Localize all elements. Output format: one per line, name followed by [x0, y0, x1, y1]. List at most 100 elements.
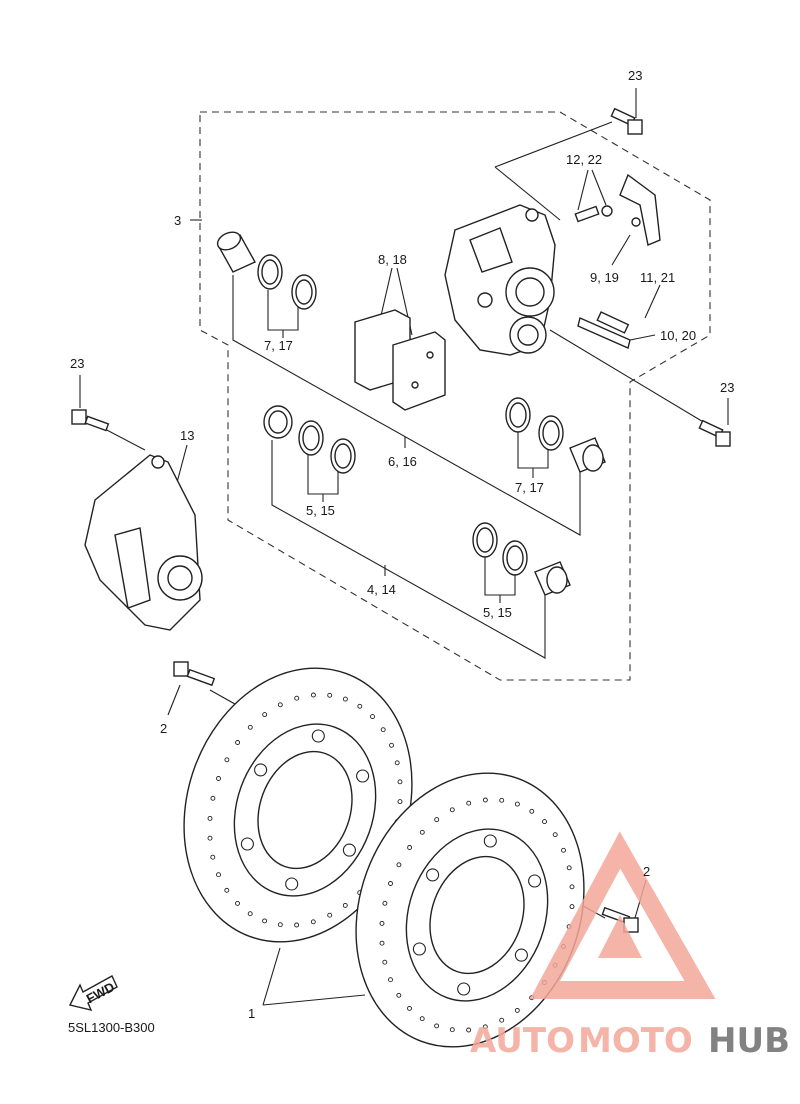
fwd-label: FWD — [84, 979, 117, 1006]
disc-drill-hole — [449, 807, 455, 813]
disc-drill-hole — [235, 740, 241, 745]
disc-drill-hole — [514, 1007, 520, 1013]
bleed-screw — [574, 205, 613, 223]
disc-drill-hole — [407, 1005, 412, 1011]
disc-drill-hole — [224, 757, 230, 763]
disc-rivet — [311, 729, 325, 743]
callout-2-left: 2 — [160, 721, 167, 736]
callout-8-18: 8, 18 — [378, 252, 407, 267]
disc-drill-hole — [569, 904, 575, 910]
disc-drill-hole — [466, 800, 472, 806]
disc-drill-hole — [419, 829, 425, 835]
disc-drill-hole — [235, 900, 240, 906]
disc-drill-hole — [379, 940, 385, 946]
callout-5-15-left: 5, 15 — [306, 503, 335, 518]
disc-drill-hole — [407, 845, 413, 850]
disc-bolt-right — [601, 906, 639, 933]
assembly-boundary-dashed — [199, 111, 711, 681]
bolt-23-left — [71, 409, 110, 432]
brake-disc-left — [183, 667, 413, 943]
disc-drill-hole — [434, 817, 440, 823]
disc-drill-hole — [449, 1027, 455, 1033]
disc-bolt-left — [173, 661, 216, 687]
callout-6-16: 6, 16 — [388, 454, 417, 469]
disc-drill-hole — [247, 911, 253, 917]
callout-7-17-upper: 7, 17 — [264, 338, 293, 353]
pad-spring — [619, 173, 661, 246]
disc-drill-hole — [397, 799, 403, 805]
disc-drill-hole — [388, 881, 393, 886]
disc-drill-hole — [327, 912, 333, 918]
pad-pin — [577, 311, 631, 349]
disc-drill-hole — [310, 692, 316, 698]
callout-23-left: 23 — [70, 356, 84, 371]
disc-drill-hole — [419, 1016, 425, 1022]
disc-rivet — [285, 877, 299, 891]
callout-5-15-right: 5, 15 — [483, 605, 512, 620]
disc-drill-hole — [262, 712, 268, 718]
callout-7-17-lower: 7, 17 — [515, 480, 544, 495]
piston-seal-upper — [257, 254, 317, 310]
automotohub-watermark: AUTO MOTO HUB — [470, 831, 790, 1061]
disc-drill-hole — [389, 742, 394, 748]
disc-drill-hole — [342, 696, 348, 702]
disc-drill-hole — [294, 695, 300, 701]
disc-drill-hole — [357, 703, 363, 709]
disc-drill-hole — [394, 760, 400, 766]
disc-drill-hole — [382, 900, 388, 906]
disc-drill-hole — [434, 1023, 440, 1029]
disc-drill-hole — [382, 959, 388, 965]
disc-drill-hole — [216, 872, 221, 878]
disc-rivet — [514, 948, 528, 962]
disc-drill-hole — [529, 808, 535, 814]
diagram-code: 5SL1300-B300 — [68, 1020, 155, 1035]
brake-pads — [354, 309, 446, 411]
piston-seal-lower — [472, 522, 528, 576]
disc-rivet — [342, 843, 356, 857]
caliper-piston-middle-left — [263, 405, 293, 439]
callout-9-19: 9, 19 — [590, 270, 619, 285]
callout-23-upper: 23 — [628, 68, 642, 83]
brake-caliper-upper — [444, 204, 556, 356]
disc-drill-hole — [561, 847, 566, 853]
disc-rivet — [483, 834, 497, 848]
watermark-part1: AUTO — [470, 1021, 575, 1061]
callout-4-14: 4, 14 — [367, 582, 396, 597]
disc-drill-hole — [294, 922, 300, 928]
disc-drill-hole — [262, 918, 268, 924]
callout-1: 1 — [248, 1006, 255, 1021]
disc-rivet — [254, 763, 268, 777]
disc-drill-hole — [482, 1024, 488, 1030]
disc-drill-hole — [482, 797, 488, 803]
disc-drill-hole — [210, 795, 216, 801]
disc-drill-hole — [216, 776, 221, 781]
caliper-piston-middle-right — [569, 437, 606, 473]
bolt-23-upper — [610, 107, 643, 135]
disc-drill-hole — [207, 835, 213, 841]
disc-drill-hole — [207, 815, 213, 821]
disc-rivet — [240, 837, 254, 851]
disc-drill-hole — [542, 819, 547, 825]
callout-3: 3 — [174, 213, 181, 228]
disc-drill-hole — [370, 714, 375, 720]
callout-labels: 23 12, 22 3 8, 18 9, 19 11, 21 7, 17 10,… — [70, 68, 734, 1021]
watermark-part3: HUB — [708, 1021, 790, 1061]
disc-drill-hole — [379, 920, 385, 926]
disc-drill-hole — [224, 887, 230, 893]
watermark-part2: MOTO — [578, 1021, 693, 1061]
brake-caliper-left — [84, 454, 203, 631]
disc-drill-hole — [396, 992, 402, 998]
disc-drill-hole — [277, 702, 283, 708]
disc-drill-hole — [466, 1027, 472, 1033]
brake-disc-right — [355, 772, 585, 1048]
disc-drill-hole — [342, 902, 348, 908]
disc-drill-hole — [277, 922, 283, 928]
disc-rivet — [426, 868, 440, 882]
callout-23-right: 23 — [720, 380, 734, 395]
disc-rivet — [356, 769, 370, 783]
disc-drill-hole — [397, 779, 403, 785]
callout-13: 13 — [180, 428, 194, 443]
disc-drill-hole — [569, 884, 575, 890]
disc-drill-hole — [310, 919, 316, 925]
